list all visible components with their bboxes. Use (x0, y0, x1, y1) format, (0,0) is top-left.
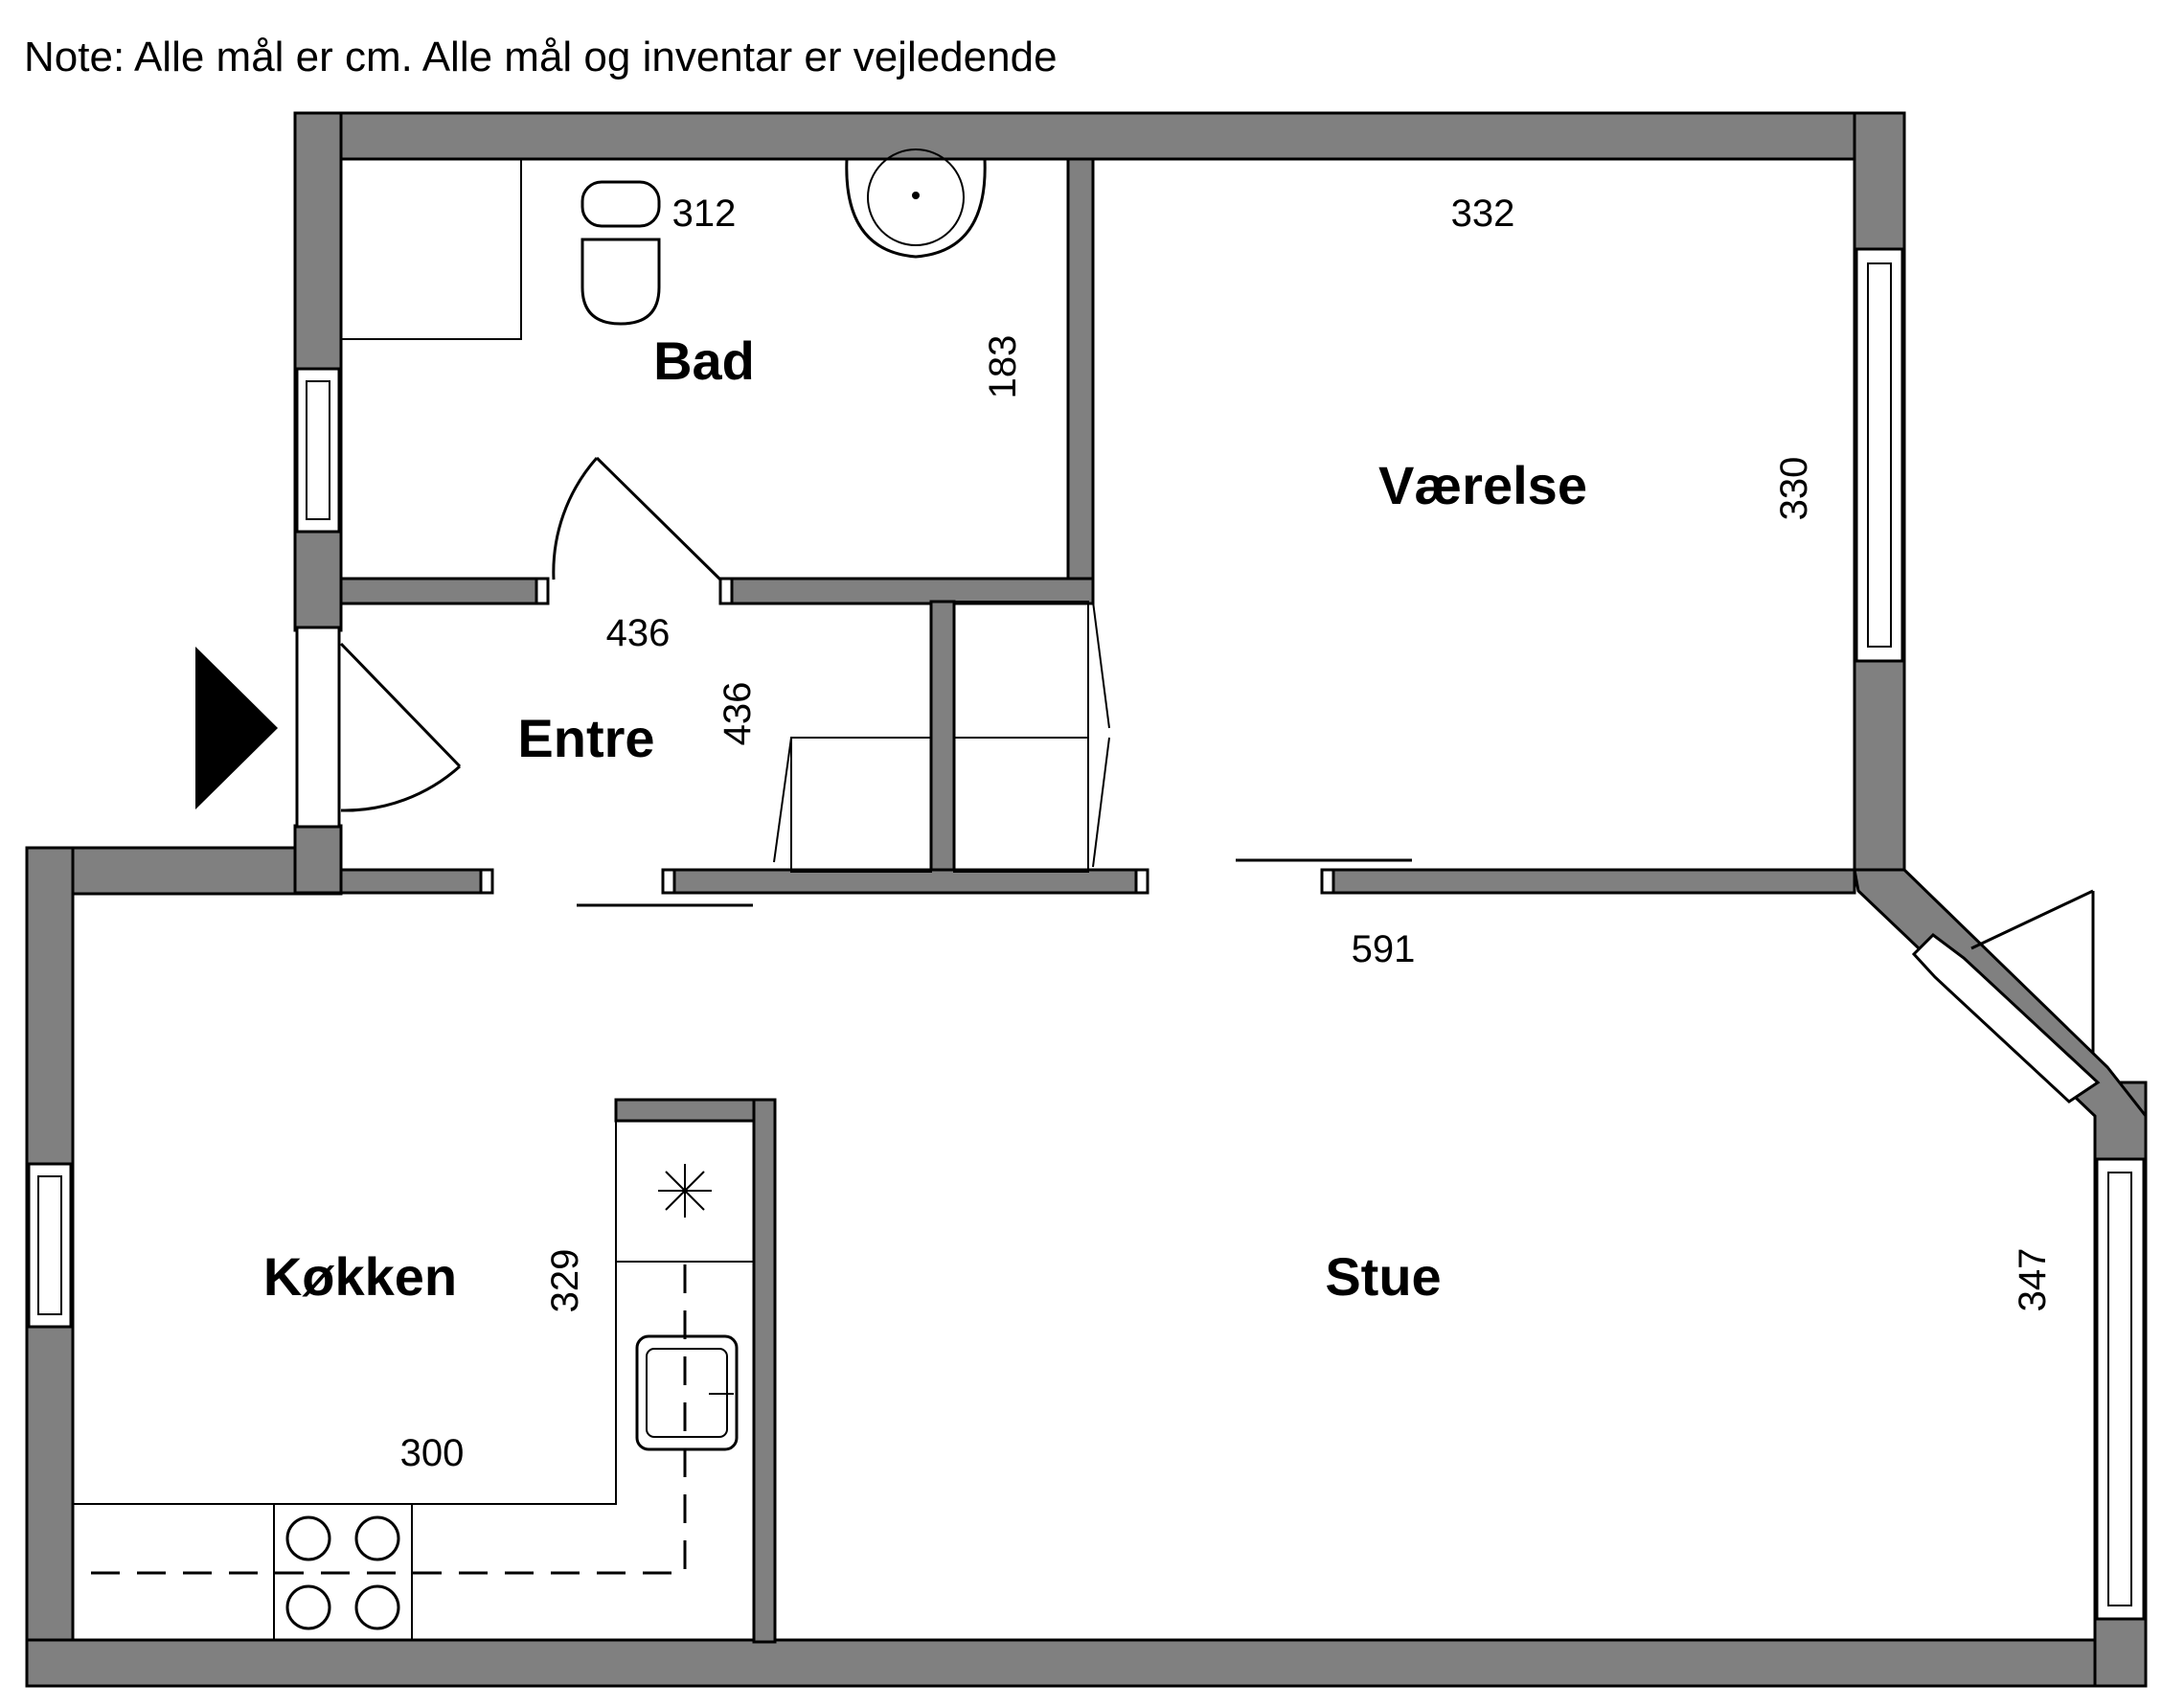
wall-step (25, 846, 343, 896)
vaerelse-jamb-left (1134, 868, 1149, 895)
wall-bad-bottom-right (730, 577, 1095, 605)
dim-kokken-width: 300 (400, 1432, 465, 1474)
wall-step-post (293, 824, 343, 895)
dim-kokken-depth: 329 (544, 1249, 586, 1313)
wall-entre-bottom-right (669, 868, 1142, 895)
walls (25, 111, 2148, 1688)
wardrobe-right-door-a (1092, 601, 1110, 729)
bad-cabinet (340, 158, 522, 340)
bad-door-jamb-left (535, 577, 550, 605)
toilet-bowl-icon (580, 238, 661, 326)
burner-icon (285, 1515, 331, 1561)
dim-stue-width: 591 (1352, 928, 1416, 970)
room-label-vaerelse: Værelse (1378, 455, 1587, 515)
wall-bad-bottom-left (339, 577, 542, 605)
wardrobe-left-door (773, 737, 792, 863)
dim-vaerelse-width: 332 (1451, 193, 1515, 235)
window-kokken-pane (37, 1175, 62, 1315)
burner-icon (354, 1584, 400, 1630)
window-vaerelse-pane (1867, 262, 1892, 648)
window-bad (295, 367, 341, 534)
wall-kitchen-side (752, 1098, 777, 1644)
wall-bad-vaerelse (1066, 157, 1095, 603)
fridge-star-icon (658, 1164, 712, 1218)
room-label-stue: Stue (1325, 1246, 1441, 1307)
entre-jamb-left (479, 868, 494, 895)
stove (273, 1503, 413, 1641)
fixtures (73, 148, 1110, 1641)
kitchen-sink-icon (635, 1334, 739, 1451)
window-stue (2095, 1157, 2146, 1621)
doors (295, 456, 2095, 1054)
burner-icon (354, 1515, 400, 1561)
note-text: Note: Alle mål er cm. Alle mål og invent… (24, 34, 1058, 80)
terrace-door-leaf[interactable] (1970, 889, 2094, 950)
burner-icon (285, 1584, 331, 1630)
bad-door-swing (552, 457, 599, 581)
kitchen-counter-edge (73, 1121, 617, 1505)
bad-sink-drain (912, 192, 920, 199)
window-kokken (27, 1162, 73, 1329)
wall-top (293, 111, 1906, 161)
entrance-arrow-icon (195, 647, 278, 809)
dim-bad-width: 312 (672, 193, 737, 235)
wall-vaerelse-bottom (1328, 868, 1856, 895)
bad-door-leaf[interactable] (595, 456, 722, 581)
bad-sink-basin (867, 148, 965, 246)
dim-stue-depth: 347 (2012, 1248, 2054, 1312)
room-label-entre: Entre (517, 708, 654, 768)
terrace-door-frame (1911, 933, 2101, 1104)
dim-bad-depth: 183 (982, 335, 1024, 399)
window-bad-pane (306, 380, 330, 520)
dim-entre-depth: 436 (717, 682, 759, 746)
dim-vaerelse-depth: 330 (1773, 457, 1815, 521)
vaerelse-jamb-right (1320, 868, 1335, 895)
room-label-kokken: Køkken (263, 1246, 457, 1307)
front-door-swing (340, 764, 462, 812)
entre-jamb-right (661, 868, 676, 895)
wardrobe-left (790, 737, 932, 873)
front-door-leaf[interactable] (339, 642, 462, 768)
wall-kitchen-top (614, 1098, 777, 1123)
kitchen-dashed-line (73, 1264, 687, 1575)
windows (27, 247, 2146, 1621)
bad-sink-icon (845, 157, 987, 259)
window-stue-pane (2107, 1172, 2132, 1606)
wardrobe-right-door-b (1092, 737, 1110, 868)
bad-door-jamb-right (718, 577, 734, 605)
wall-wardrobe (929, 600, 956, 874)
room-label-bad: Bad (653, 330, 755, 391)
wall-entre-bottom-left (339, 868, 487, 895)
toilet-tank-icon (580, 180, 661, 228)
window-vaerelse (1855, 247, 1904, 663)
dim-entre-width: 436 (606, 612, 671, 654)
wall-bottom (25, 1638, 2148, 1688)
front-door-frame (295, 626, 341, 829)
